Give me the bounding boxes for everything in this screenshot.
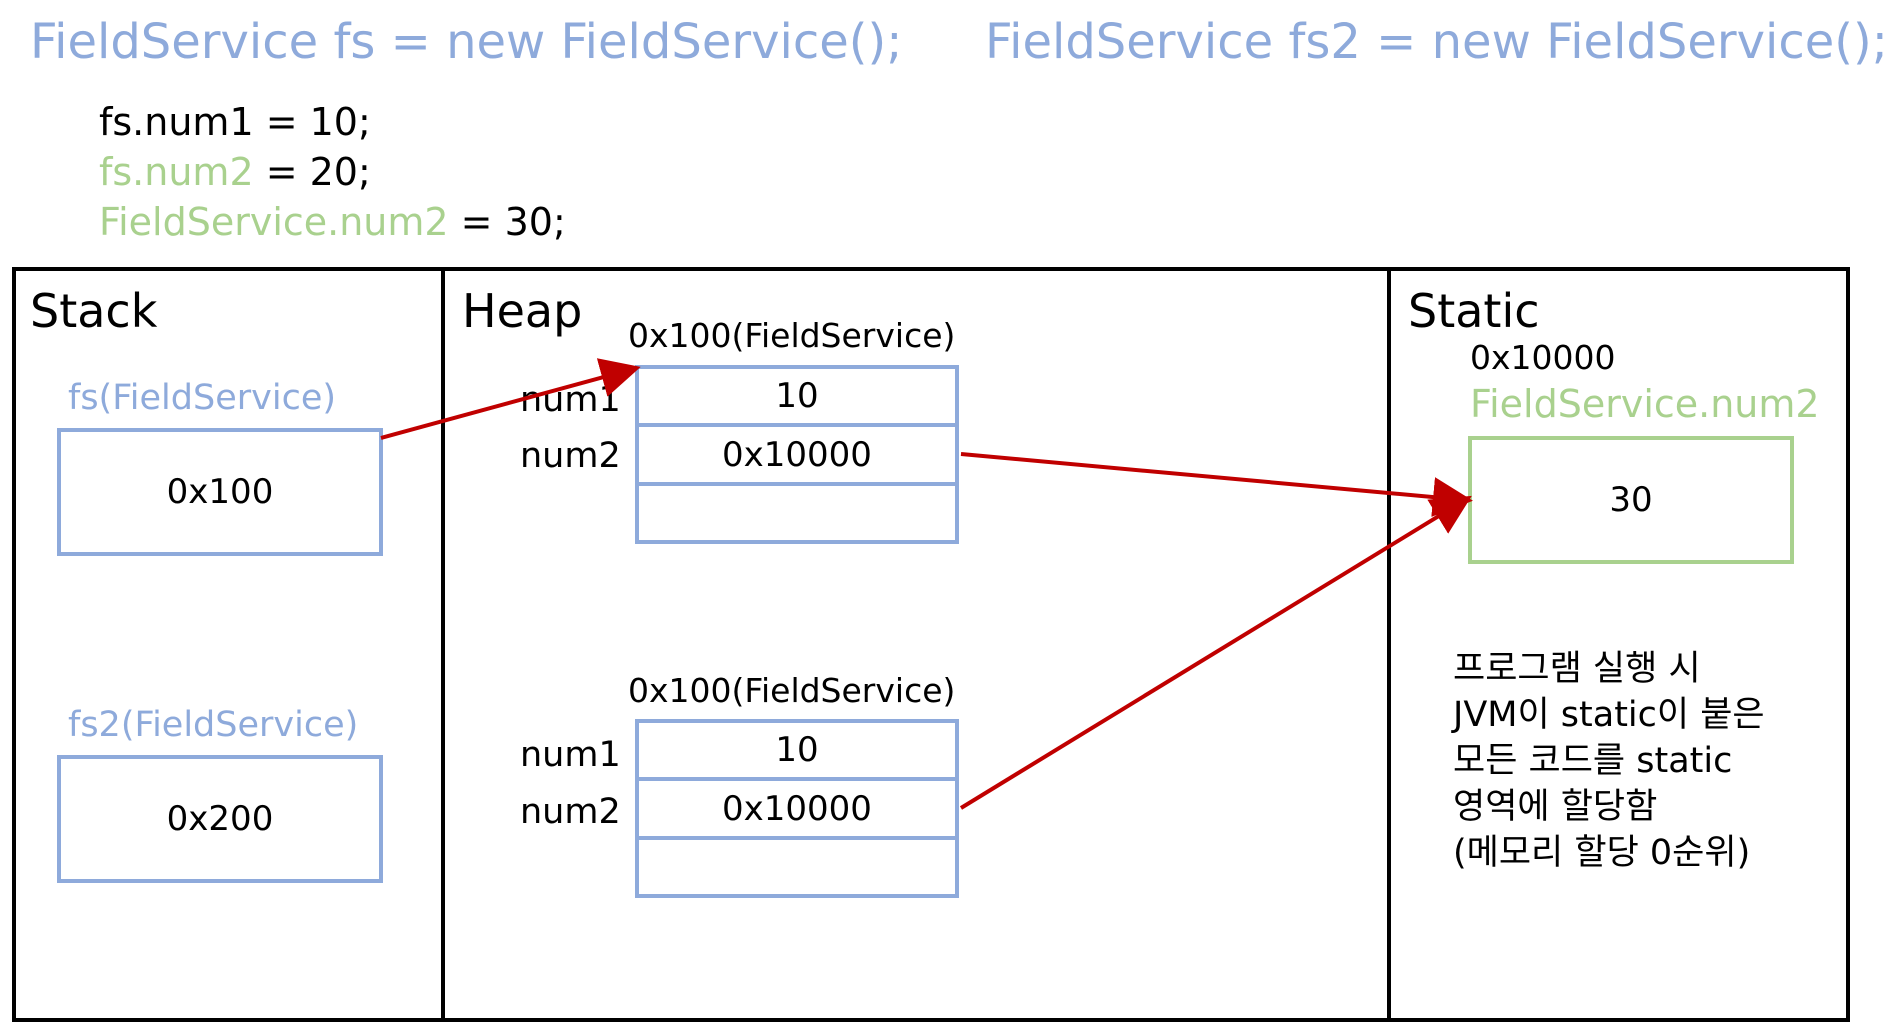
heap-object-1-field-1-value: 10 xyxy=(775,376,819,416)
heap-object-2-field-2-name: num2 xyxy=(520,792,621,832)
stack-title: Stack xyxy=(30,284,158,338)
fs-declaration: FieldService fs = new FieldService(); xyxy=(30,14,903,70)
heap-object-2-field-1-value: 10 xyxy=(775,730,819,770)
fs2-declaration: FieldService fs2 = new FieldService(); xyxy=(985,14,1888,70)
stack-var-fs-value: 0x100 xyxy=(166,472,274,512)
heap-object-1-field-1-cell: 10 xyxy=(635,365,959,427)
heap-object-1-field-2-value: 0x10000 xyxy=(722,434,872,475)
code-line-3-rhs: = 30; xyxy=(448,200,566,244)
heap-object-1-field-2-name: num2 xyxy=(520,436,621,476)
stack-var-fs-box: 0x100 xyxy=(57,428,383,556)
static-title: Static xyxy=(1408,284,1540,338)
static-note-line-2: JVM이 static이 붙은 xyxy=(1453,695,1765,735)
heap-static-divider xyxy=(1387,267,1391,1022)
heap-object-2-address: 0x100(FieldService) xyxy=(628,671,956,710)
code-line-1: fs.num1 = 10; xyxy=(99,100,371,144)
heap-object-2-field-1-cell: 10 xyxy=(635,719,959,781)
heap-object-1-empty-cell xyxy=(635,482,959,544)
heap-object-2-field-2-value: 0x10000 xyxy=(722,788,872,829)
code-line-3: FieldService.num2 = 30; xyxy=(99,200,566,244)
heap-title: Heap xyxy=(462,284,583,338)
static-var-value: 30 xyxy=(1609,480,1653,520)
heap-object-2-field-2-cell: 0x10000 xyxy=(635,777,959,840)
static-var-box: 30 xyxy=(1468,436,1794,564)
heap-object-1-address: 0x100(FieldService) xyxy=(628,316,956,355)
code-line-2: fs.num2 = 20; xyxy=(99,150,371,194)
heap-object-1-field-2-cell: 0x10000 xyxy=(635,423,959,486)
heap-object-2-field-1-name: num1 xyxy=(520,735,621,775)
stack-var-fs2-name: fs2(FieldService) xyxy=(68,705,359,745)
code-line-3-lhs: FieldService.num2 xyxy=(99,200,449,244)
memory-diagram-frame xyxy=(12,267,1850,1022)
heap-object-2-empty-cell xyxy=(635,836,959,898)
stack-var-fs2-value: 0x200 xyxy=(166,799,274,839)
heap-object-1-field-1-name: num1 xyxy=(520,380,621,420)
static-note-line-3: 모든 코드를 static xyxy=(1453,741,1733,781)
code-line-2-rhs: = 20; xyxy=(253,150,371,194)
static-note-line-5: (메모리 할당 0순위) xyxy=(1453,833,1751,873)
stack-var-fs2-box: 0x200 xyxy=(57,755,383,883)
code-line-2-lhs: fs.num2 xyxy=(99,150,254,194)
static-note-line-4: 영역에 할당함 xyxy=(1453,787,1658,827)
static-note: 프로그램 실행 시 JVM이 static이 붙은 모든 코드를 static … xyxy=(1453,646,1765,876)
code-line-1-rhs: = 10; xyxy=(253,100,371,144)
static-var-name: FieldService.num2 xyxy=(1470,382,1820,426)
static-address: 0x10000 xyxy=(1470,338,1616,377)
code-line-1-lhs: fs.num1 xyxy=(99,100,254,144)
stack-var-fs-name: fs(FieldService) xyxy=(68,378,337,418)
static-note-line-1: 프로그램 실행 시 xyxy=(1453,649,1701,689)
stack-heap-divider xyxy=(441,267,445,1022)
